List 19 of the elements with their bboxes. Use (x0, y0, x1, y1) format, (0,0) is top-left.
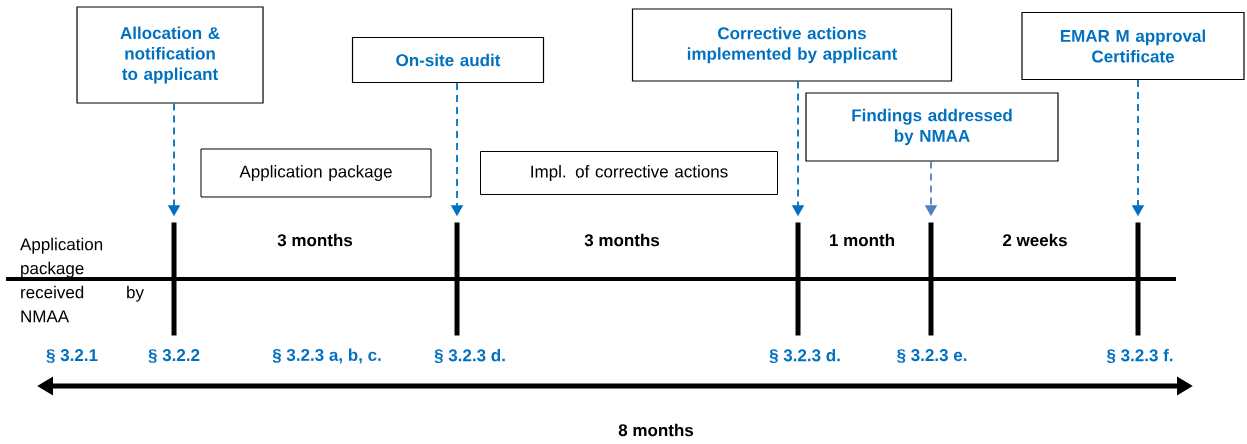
event-box: EMAR M approval Certificate (1021, 11, 1245, 81)
duration-label: 2 weeks (1003, 233, 1067, 247)
event-box: Allocation & notification to applicant (76, 6, 264, 104)
event-box: Corrective actions implemented by applicant (631, 8, 953, 82)
event-box: Findings addressed by NMAA (805, 92, 1059, 162)
tick-mark (795, 222, 801, 336)
tick-mark (454, 222, 460, 336)
event-box: On-site audit (351, 36, 545, 84)
phase-box: Impl. of corrective actions (480, 151, 778, 195)
tick-mark (1135, 222, 1141, 336)
duration-label: 3 months (584, 233, 660, 247)
section-reference: § 3.2.3 a, b, c. (272, 348, 381, 364)
duration-label: 8 months (618, 423, 694, 437)
phase-box: Application package (200, 148, 432, 198)
tick-mark (928, 222, 934, 336)
duration-label: 1 month (830, 233, 894, 247)
duration-label: 3 months (277, 233, 353, 247)
tick-mark (171, 222, 177, 336)
section-reference: § 3.2.1 (46, 349, 98, 363)
